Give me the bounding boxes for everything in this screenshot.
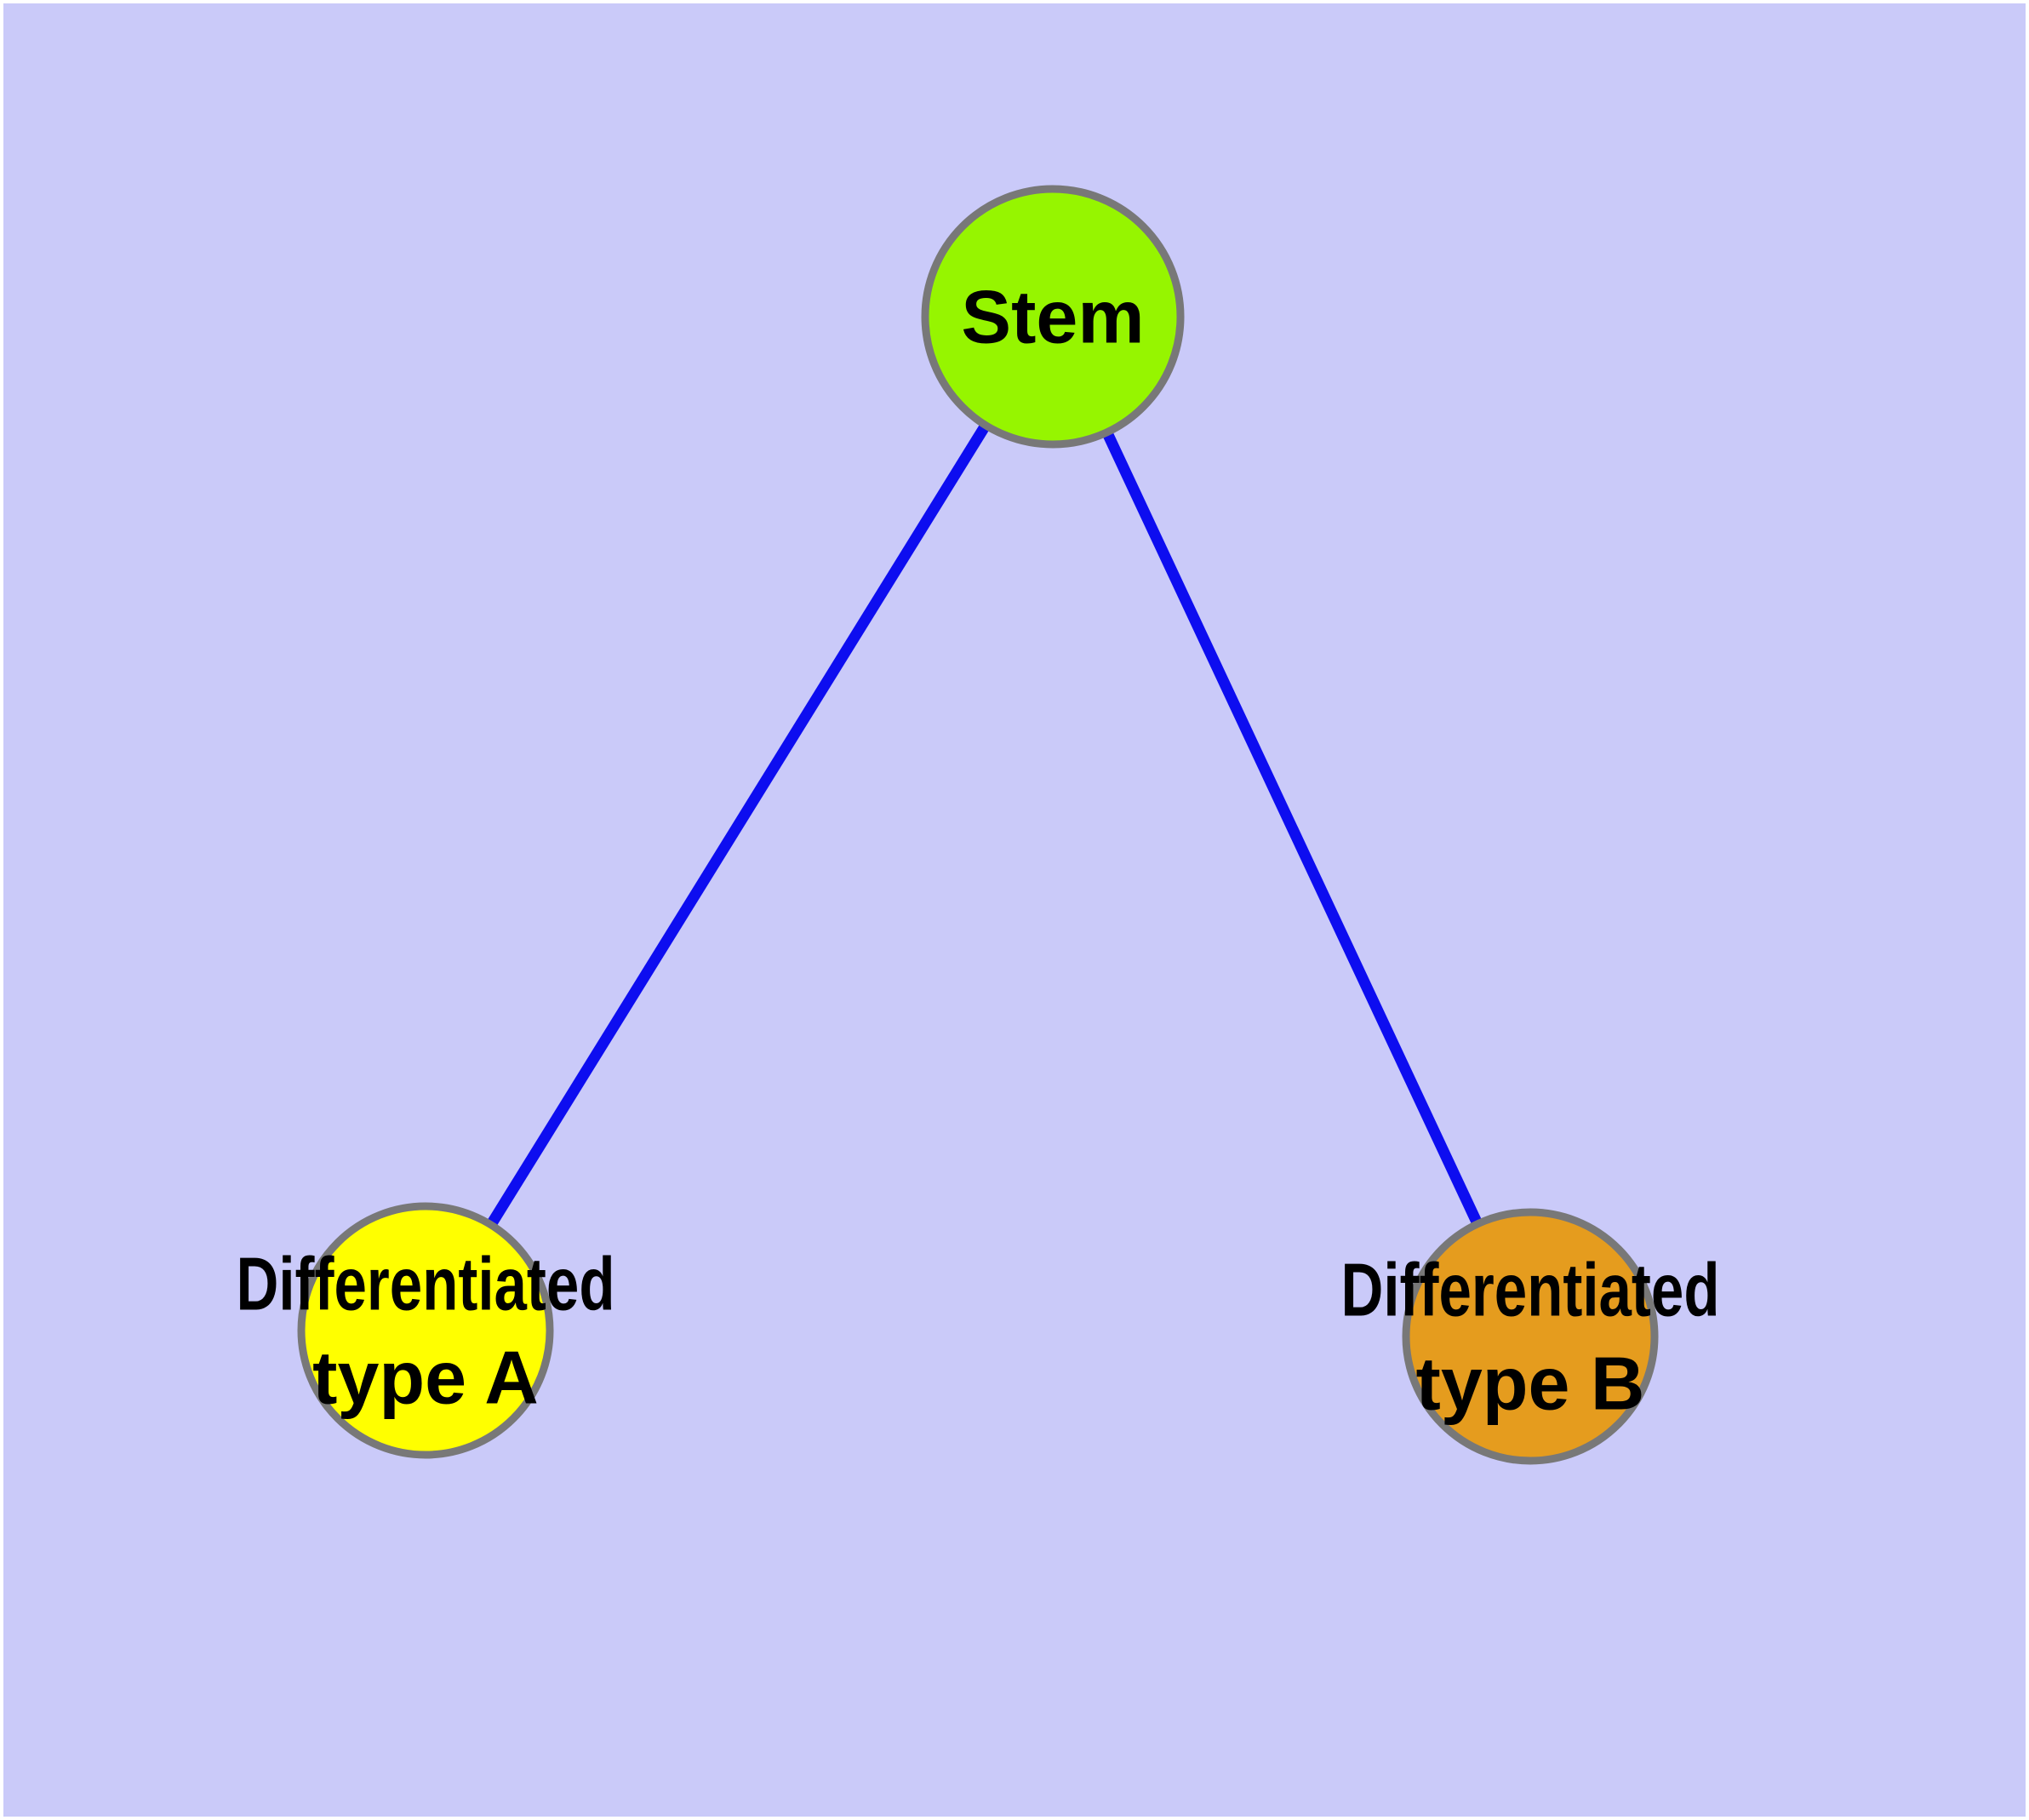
node-label-differentiated-type-a-line-1: Differentiated xyxy=(237,1242,615,1326)
graph-node-stem xyxy=(921,185,1185,449)
node-label-differentiated-type-a-line-2: type A xyxy=(312,1336,539,1420)
node-label-differentiated-type-b-line-2: type B xyxy=(1416,1342,1645,1426)
graph-edge-stem-differentiated-type-b xyxy=(1048,314,1535,1339)
node-label-stem-line-1: Stem xyxy=(961,275,1144,359)
node-label-differentiated-type-b-line-1: Differentiated xyxy=(1341,1248,1720,1332)
graph-node-differentiated-type-b xyxy=(1402,1208,1659,1465)
graph-node-differentiated-type-a xyxy=(297,1202,554,1459)
graph-edge-stem-differentiated-type-a xyxy=(420,313,1058,1334)
